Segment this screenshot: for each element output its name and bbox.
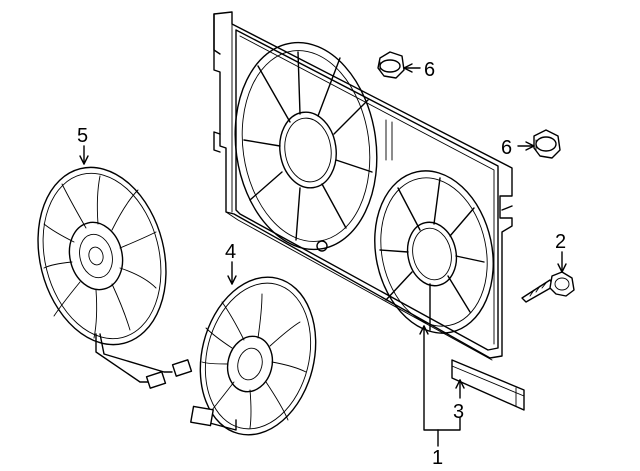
callout-5: 5 — [77, 125, 88, 147]
fan-shroud-icon — [213, 11, 513, 361]
screw-icon — [521, 271, 575, 303]
nut-icon — [533, 129, 561, 159]
large-fan-assembly-icon — [37, 166, 193, 389]
callout-6-top: 6 — [424, 59, 435, 81]
nut-icon — [377, 51, 405, 79]
seal-strip-icon — [451, 359, 525, 411]
callout-1: 1 — [432, 447, 443, 469]
leader-lines — [79, 63, 567, 447]
callout-3: 3 — [453, 401, 464, 423]
callout-4: 4 — [225, 241, 236, 263]
callout-6-right: 6 — [501, 137, 512, 159]
small-fan-assembly-icon — [190, 276, 317, 436]
callout-2: 2 — [555, 231, 566, 253]
